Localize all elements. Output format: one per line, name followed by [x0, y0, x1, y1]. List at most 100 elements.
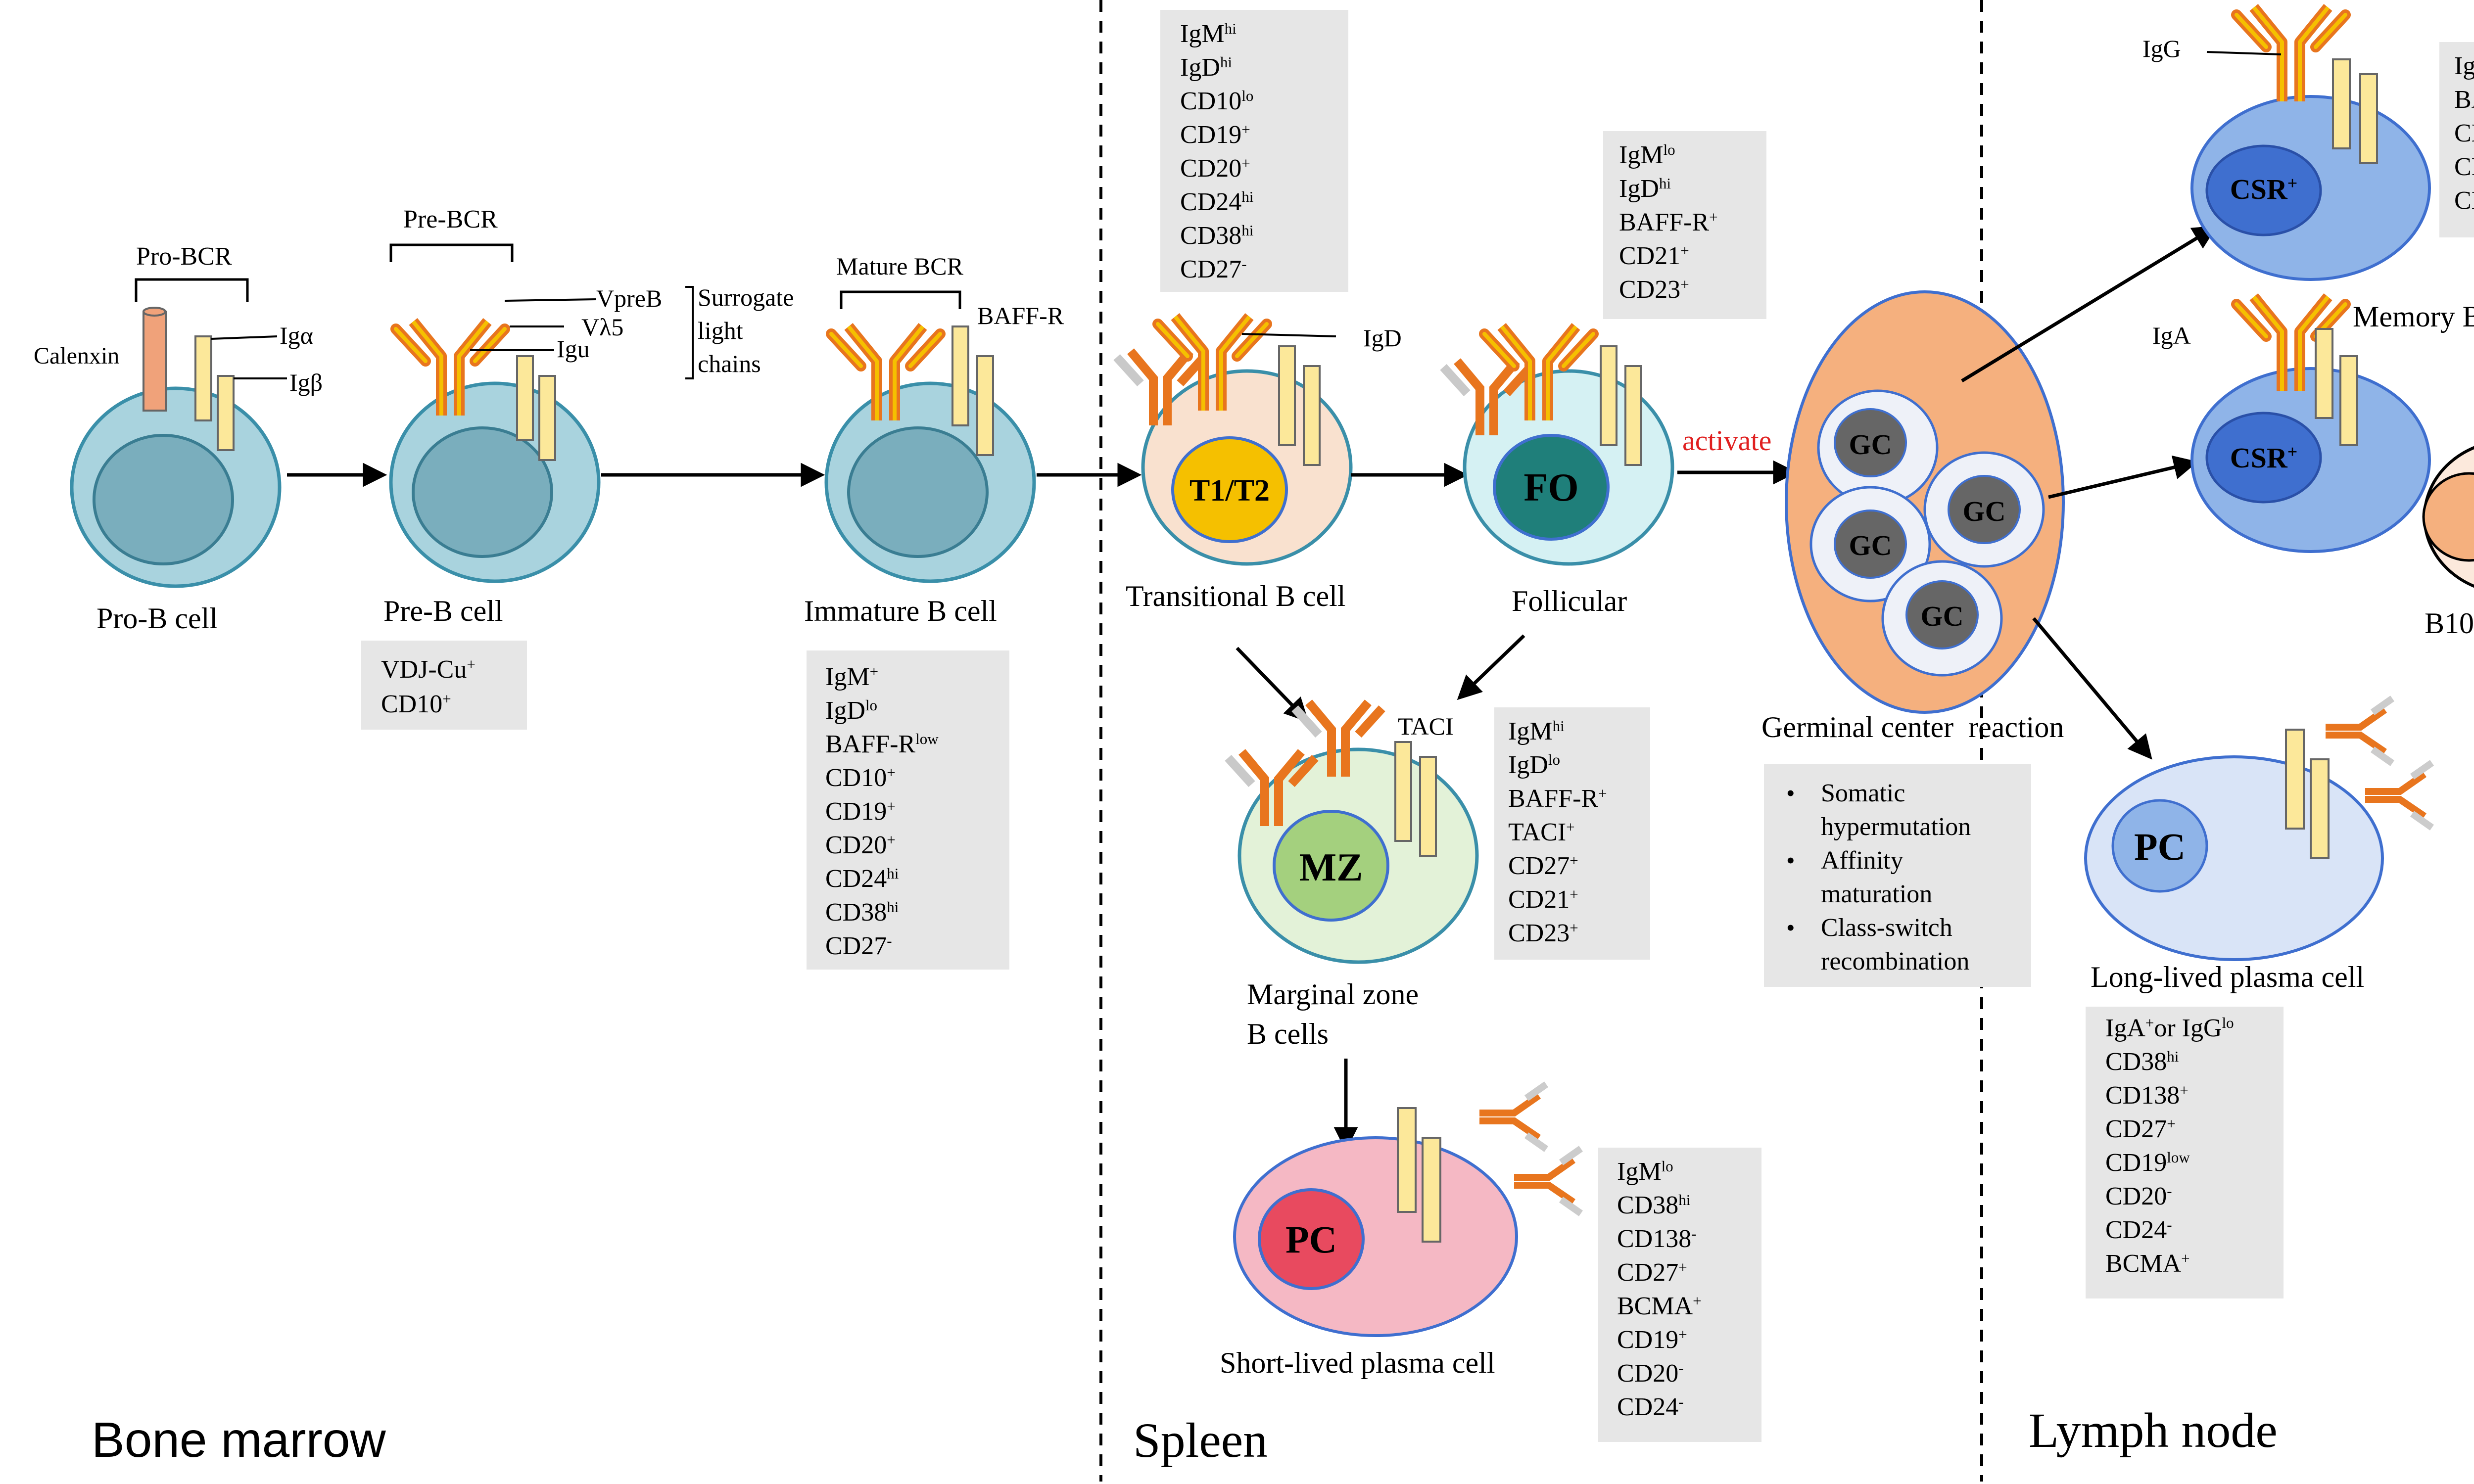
marker-line: CD20- [1617, 1359, 1684, 1388]
gc-label-3: GC [1849, 529, 1892, 561]
gc-cell-2: GC [1923, 451, 2045, 568]
arrow-gc-to-memory-iga [2048, 455, 2198, 499]
long-pc-label: Long-lived plasma cell [2091, 961, 2364, 993]
marker-line: CD38hi [1617, 1191, 1691, 1220]
long-pc-nucleus-label: PC [2134, 825, 2186, 868]
igu-label: Igu [557, 335, 590, 363]
marker-line: BAFF-R+ [2454, 86, 2474, 114]
pre-b-nucleus [412, 426, 553, 558]
marker-line: CD10+ [381, 690, 451, 719]
gc-bullet-dot: • [1786, 846, 1795, 874]
marker-line: CD138+ [2105, 1081, 2189, 1110]
pro-b-cell-label: Pro-B cell [96, 602, 218, 635]
marker-box-bg [1160, 10, 1348, 292]
ig-beta-label: Igβ [289, 369, 323, 396]
transitional-nucleus-label: T1/T2 [1189, 474, 1270, 508]
marker-line: IgMlo [1619, 141, 1675, 170]
immature-b-cell-label: Immature B cell [804, 595, 997, 627]
long-lived-plasma-cell: PC Long-lived plasma cell IgA+or IgGloCD… [2084, 698, 2432, 1298]
marker-line: CD24- [1617, 1393, 1684, 1422]
immature-b-marker-box: IgM+IgDloBAFF-RlowCD10+CD19+CD20+CD24hiC… [807, 650, 1009, 970]
marker-box-bg [1603, 131, 1766, 319]
long-pc-marker-box: IgA+or IgGloCD38hiCD138+CD27+CD19lowCD20… [2086, 1007, 2284, 1298]
gc-label-4: GC [1921, 600, 1964, 632]
igd-label: IgD [1363, 324, 1402, 352]
marker-line: BCMA+ [2105, 1250, 2190, 1278]
marker-line: CD27+ [2105, 1115, 2176, 1144]
pro-bcr-bracket [135, 278, 249, 302]
short-pc-nucleus [1258, 1188, 1365, 1290]
mature-bcr-bracket [840, 290, 961, 309]
marker-line: TACI+ [1508, 818, 1575, 847]
marker-line: CD20+ [1180, 154, 1250, 183]
memory-marker-box: IgG+BAFF-R+CD21+CD27+CD23+ [2439, 42, 2474, 237]
marker-line: CD27+ [1617, 1258, 1687, 1287]
marker-line: CD10+ [825, 764, 896, 792]
germinal-center: GC GC GC GC Germinal center reaction •So… [1761, 290, 2065, 987]
marker-box-bg [1598, 1148, 1761, 1442]
pro-b-cell: Pro-BCR Calenxin Igα Igβ Pro-B cell [34, 242, 323, 635]
marker-box-bg [361, 641, 527, 730]
surrogate-bracket [685, 286, 694, 379]
arrow-gc-to-memory [1961, 226, 2218, 382]
b10-breg-cell: B10 Breg cell [2422, 446, 2474, 640]
marker-line: IgMlo [1617, 1158, 1673, 1186]
marker-box-bg [1494, 707, 1650, 960]
gc-bullet-dot: • [1786, 779, 1795, 807]
pre-b-cell: Pre-BCR VpreB Vλ5 Igu Surrogate light ch… [361, 205, 794, 730]
vpreb-label: VpreB [596, 284, 662, 312]
marker-line: IgMhi [1180, 20, 1237, 48]
gc-bullet-dot: • [1786, 914, 1795, 941]
marker-line: IgG+ [2454, 52, 2474, 81]
marker-line: CD19+ [1617, 1326, 1687, 1354]
marker-line: CD21+ [1619, 242, 1689, 271]
ig-alpha-label: Igα [280, 322, 313, 349]
region-label-bone-marrow: Bone marrow [92, 1412, 386, 1468]
gc-cell-4: GC [1881, 560, 2003, 677]
vl5-label: Vλ5 [581, 313, 623, 341]
marker-box-bg [807, 650, 1009, 970]
marker-line: CD38hi [1180, 222, 1254, 250]
gc-cell-1: GC [1817, 389, 1939, 506]
marker-line: IgDlo [825, 696, 877, 725]
memory-csr-label-1: CSR+ [2230, 173, 2298, 205]
marker-line: CD21+ [2454, 119, 2474, 148]
pre-bcr-bracket [389, 243, 514, 262]
marker-line: CD21+ [1508, 885, 1578, 914]
marker-line: CD38hi [2105, 1048, 2179, 1076]
memory-igg-nucleus [2205, 144, 2322, 236]
marker-line: BAFF-R+ [1619, 208, 1718, 237]
marker-line: CD38hi [825, 898, 899, 927]
memory-b-label: Memory B cell [2353, 300, 2474, 333]
arrow-transitional-to-mz [1236, 647, 1309, 723]
marker-line: CD27+ [1508, 852, 1578, 881]
marker-line: IgDhi [1619, 175, 1671, 203]
breg-label: B10 Breg cell [2425, 607, 2474, 640]
marker-box-bg [2439, 42, 2474, 237]
ig-beta-bar [217, 375, 235, 451]
memory-csr-label-2: CSR+ [2230, 442, 2298, 474]
marker-line: VDJ-Cu+ [381, 655, 476, 684]
marker-line: CD23+ [1508, 919, 1578, 948]
marker-line: CD138- [1617, 1225, 1697, 1253]
marker-line: CD23+ [1619, 276, 1689, 304]
short-pc-label: Short-lived plasma cell [1220, 1346, 1495, 1379]
long-pc-nucleus [2111, 799, 2208, 893]
marker-line: CD27- [825, 932, 892, 961]
mz-label-line1: Marginal zone [1247, 978, 1419, 1011]
gc-process-box: •Somatichypermutation•Affinitymaturation… [1764, 764, 2031, 987]
transitional-nucleus [1171, 436, 1288, 543]
surrogate-label-line3: chains [698, 350, 761, 377]
marker-line: CD19low [2105, 1149, 2190, 1177]
short-pc-marker-box: IgMloCD38hiCD138-CD27+BCMA+CD19+CD20-CD2… [1598, 1148, 1761, 1442]
memory-iga-nucleus [2205, 412, 2322, 504]
marker-line: IgM+ [825, 663, 878, 692]
activate-label: activate [1682, 424, 1771, 457]
immature-b-nucleus [847, 426, 989, 558]
follicular-nucleus [1493, 434, 1610, 541]
